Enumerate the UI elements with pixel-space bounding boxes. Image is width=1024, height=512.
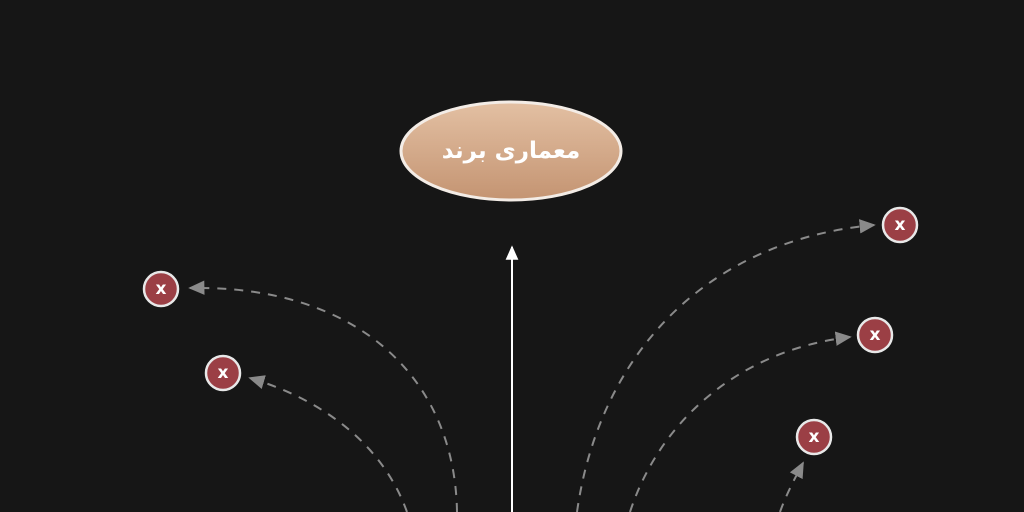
close-icon [795, 418, 833, 456]
dashed-path-right-middle [629, 331, 852, 512]
dashed-path-left-lower [248, 375, 408, 512]
close-icon [881, 206, 919, 244]
goal-label: معماری برند [442, 138, 580, 164]
dashed-path-right-lower [779, 461, 804, 512]
close-icon-glyph: x [895, 215, 906, 235]
close-icon-glyph: x [156, 279, 167, 299]
close-icon [856, 316, 894, 354]
goal-node: معماری برند [399, 100, 623, 202]
close-icon-glyph: x [870, 325, 881, 345]
failure-marker-left-upper: x [142, 270, 180, 308]
close-icon-glyph: x [218, 363, 229, 383]
failure-marker-right-upper: x [881, 206, 919, 244]
close-icon-glyph: x [809, 427, 820, 447]
failure-marker-left-lower: x [204, 354, 242, 392]
dashed-paths [188, 219, 876, 512]
close-icon [142, 270, 180, 308]
goal-ellipse [399, 100, 623, 202]
dashed-path-right-upper [576, 219, 876, 512]
dashed-path-left-upper [188, 280, 458, 512]
close-icon [204, 354, 242, 392]
failure-marker-right-middle: x [856, 316, 894, 354]
failure-marker-right-lower: x [795, 418, 833, 456]
